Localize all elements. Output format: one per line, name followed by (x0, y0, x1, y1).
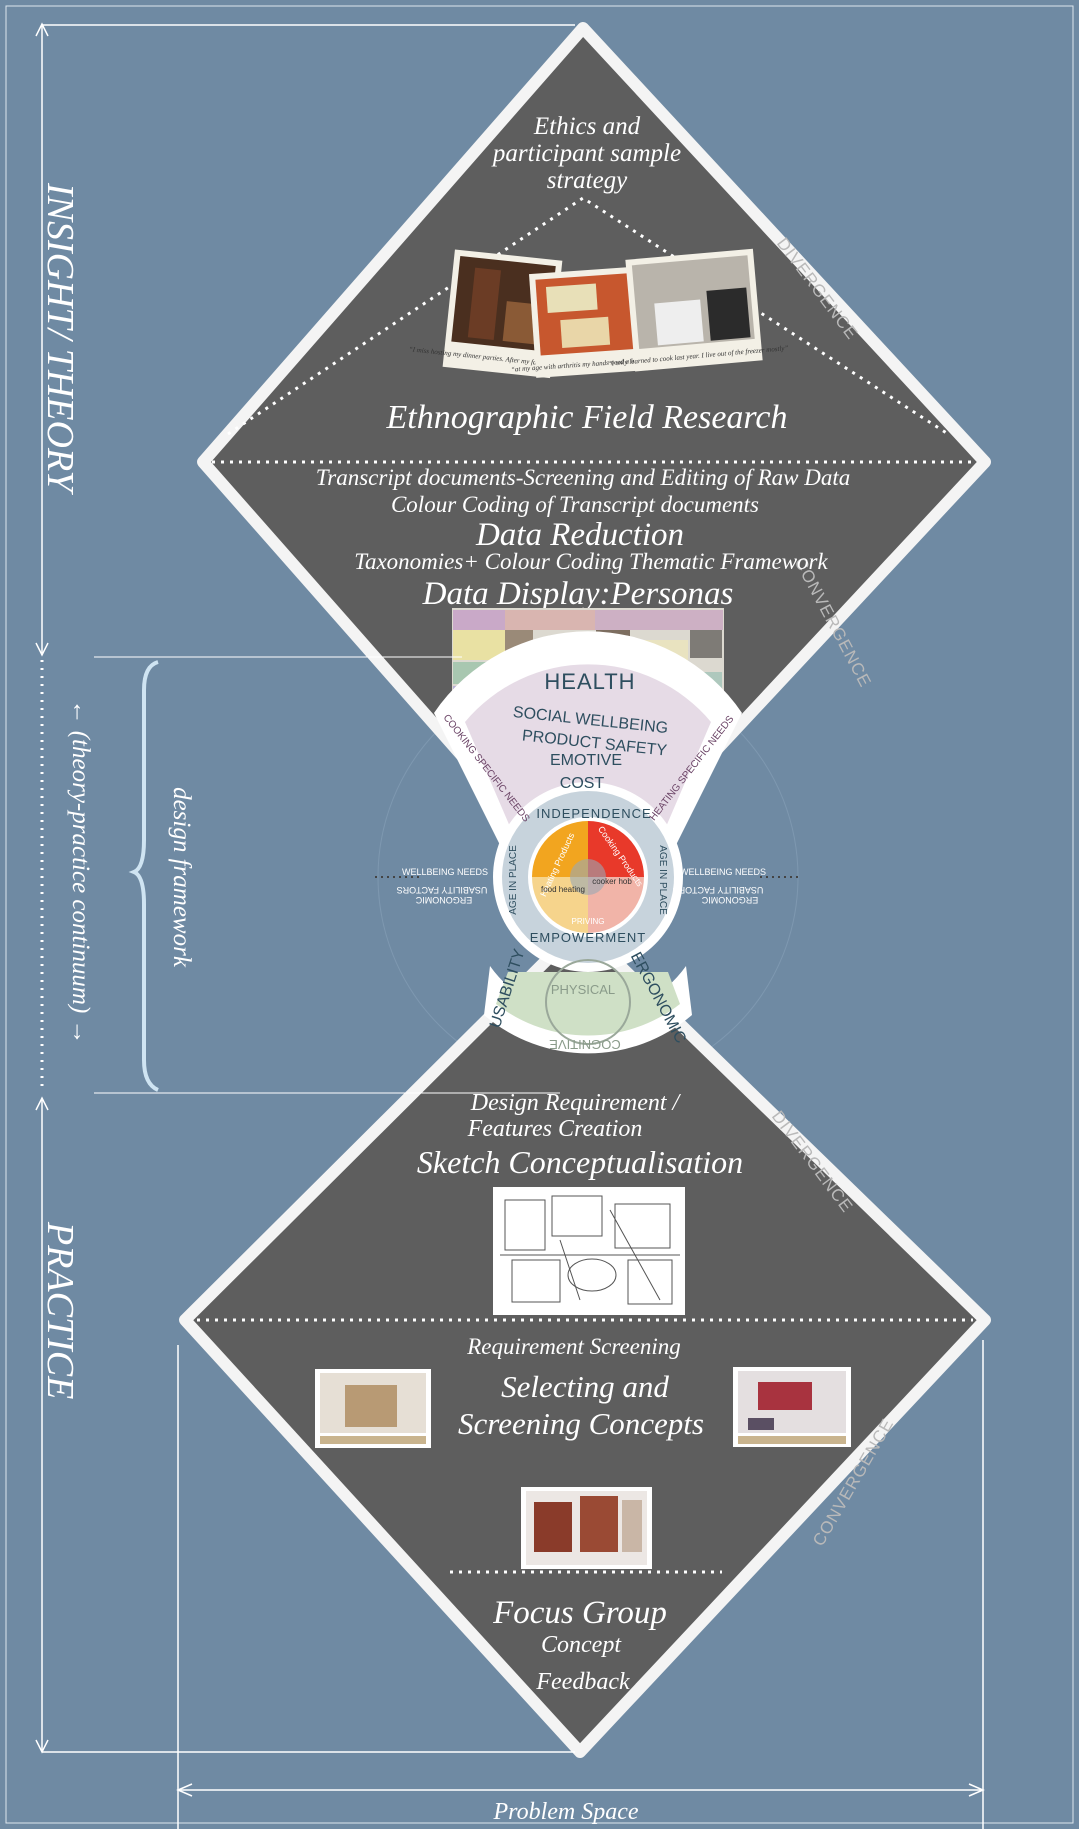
bottom-diamond (179, 921, 991, 1758)
focus-group-image (521, 1487, 652, 1569)
card-footer (738, 1436, 846, 1444)
card-product (758, 1382, 812, 1410)
sketch-paper (493, 1187, 685, 1315)
ergonomic-right: ERGONOMIC (701, 895, 758, 905)
cost-label: COST (560, 775, 605, 792)
design-requirement-text: Design Requirement / (470, 1090, 682, 1116)
priving-label: PRIVING (572, 917, 605, 926)
insight-arrow-down (35, 642, 49, 657)
physical-label: PHYSICAL (551, 982, 615, 997)
framework-wheel: HEALTH SOCIAL WELLBEING PRODUCT SAFETY E… (375, 631, 800, 1054)
design-framework-label: design framework (168, 787, 195, 968)
physical-cognitive-circle (545, 959, 631, 1045)
photo-sofa (560, 316, 611, 349)
insight-arrow-up (35, 22, 49, 37)
sketch-sheet-image (493, 1187, 685, 1315)
ethics-line-2: participant sample (491, 140, 681, 167)
features-creation-text: Features Creation (467, 1116, 643, 1142)
ethics-line-3: strategy (547, 167, 628, 194)
cooker-hob-segment (588, 877, 644, 933)
data-reduction-title: Data Reduction (475, 517, 684, 553)
screening-concepts-text: Screening Concepts (458, 1406, 704, 1441)
sketch-conceptualisation-title: Sketch Conceptualisation (417, 1144, 743, 1180)
persona-1-block (453, 630, 505, 660)
photo-counter (706, 287, 751, 341)
frame-border (5, 5, 1074, 1824)
sketch-shape (567, 1258, 617, 1292)
practice-arrow-up (35, 1096, 49, 1111)
cognitive-label: COGNITIVE (549, 1037, 621, 1052)
health-label: HEALTH (544, 669, 635, 694)
photo-window (545, 283, 598, 313)
field-photo-3: “I only learned to cook last year. I liv… (607, 248, 789, 372)
concept-text: Concept (541, 1632, 622, 1658)
problem-space-axis (176, 1340, 985, 1829)
fireplace-1 (534, 1502, 572, 1552)
usability-band-outer (484, 966, 692, 1054)
age-in-place-left: AGE IN PLACE (508, 845, 519, 915)
wellbeing-needs-left: WELLBEING NEEDS (402, 867, 488, 877)
photo-cooker (654, 299, 704, 346)
card-product-2 (748, 1418, 774, 1430)
problem-arrow-left (176, 1783, 193, 1797)
independence-label: INDEPENDENCE (536, 806, 651, 821)
usability-factors-right: USABILITY FACTORS (673, 885, 764, 895)
concept-card-right (733, 1367, 851, 1447)
problem-space-label: Problem Space (492, 1799, 638, 1825)
ethnographic-field-research: Ethnographic Field Research (386, 399, 788, 436)
sketch-strokes (500, 1209, 680, 1301)
emotive-label: EMOTIVE (550, 752, 622, 769)
wellbeing-needs-right: WELLBEING NEEDS (680, 867, 766, 877)
design-framework-brace (128, 660, 159, 1092)
feedback-text: Feedback (535, 1669, 630, 1695)
photo-cabinet (467, 267, 502, 340)
colour-coding-text: Colour Coding of Transcript documents (391, 492, 759, 517)
food-heating-label: food heating (541, 885, 585, 894)
problem-arrow-right (968, 1783, 985, 1797)
empowerment-label: EMPOWERMENT (530, 930, 646, 945)
sketch-shape (627, 1259, 673, 1305)
cooking-products-segment (588, 821, 644, 877)
practice-axis (35, 1096, 575, 1754)
persona-4-photo (690, 630, 722, 658)
insight-theory-label: INSIGHT/ THEORY (39, 182, 81, 495)
cooker-hob-label: cooker hob (592, 877, 632, 886)
persona-1-header (453, 610, 505, 630)
age-in-place-right: AGE IN PLACE (657, 845, 668, 915)
requirement-screening-text: Requirement Screening (466, 1334, 681, 1359)
persona-3-header (595, 610, 723, 630)
heating-products-segment (532, 821, 588, 877)
sketch-shape (614, 1203, 671, 1249)
sketch-shape (551, 1195, 603, 1237)
persona-2-header (505, 610, 595, 630)
focus-group-title: Focus Group (492, 1595, 667, 1631)
fireplace-2 (580, 1496, 618, 1552)
insight-axis (35, 22, 575, 657)
sketch-lines (500, 1195, 680, 1305)
wheel-hub (570, 859, 606, 895)
card-footer (320, 1436, 426, 1444)
data-display-title: Data Display:Personas (422, 576, 734, 612)
practice-label: PRACTICE (39, 1221, 81, 1399)
usability-factors-left: USABILITY FACTORS (397, 885, 488, 895)
field-photo-2: “at my age with arthritis my hands need … (511, 266, 672, 378)
usability-band (496, 972, 680, 1036)
transcript-text: Transcript documents-Screening and Editi… (316, 465, 851, 490)
sketch-shape (511, 1259, 561, 1303)
practice-arrow-down (35, 1739, 49, 1754)
annotation-block (622, 1500, 642, 1552)
food-heating-segment (532, 877, 588, 933)
sketch-shape (504, 1199, 546, 1251)
taxonomies-text: Taxonomies+ Colour Coding Thematic Frame… (354, 549, 828, 574)
theory-practice-continuum-label: ← (theory-practice continuum) → (67, 699, 94, 1044)
ethics-line-1: Ethics and (533, 113, 641, 140)
card-product (345, 1385, 397, 1427)
selecting-and-text: Selecting and (501, 1369, 669, 1404)
concept-card-left (315, 1369, 431, 1448)
ergonomic-left: ERGONOMIC (415, 895, 472, 905)
